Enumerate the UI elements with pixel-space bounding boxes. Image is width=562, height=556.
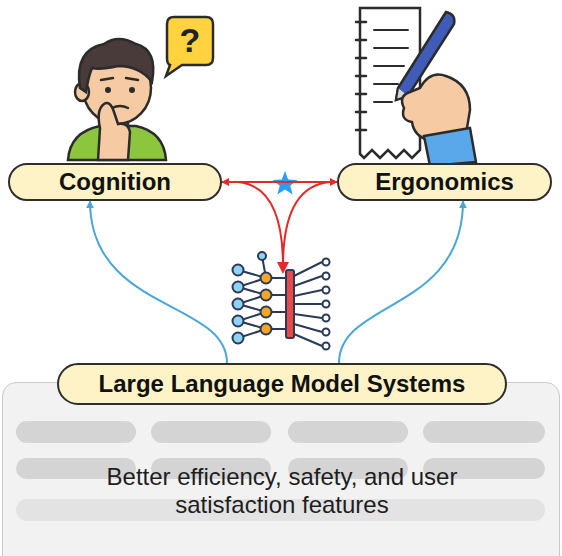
box-label: Ergonomics xyxy=(375,168,514,196)
star-symbol xyxy=(273,171,298,195)
connector-arrow xyxy=(222,181,337,183)
person-hand xyxy=(98,103,130,160)
connector-arrow xyxy=(339,201,463,363)
rounded-pill-box: Cognition xyxy=(8,163,222,201)
box-label: Cognition xyxy=(59,168,171,196)
question-bubble xyxy=(166,17,213,76)
person-eye xyxy=(129,87,135,93)
neural-network-icon xyxy=(233,252,330,350)
person-brow xyxy=(101,78,138,80)
rounded-pill-box: Ergonomics xyxy=(337,163,552,201)
panel-description: Better efficiency, safety, and user sati… xyxy=(97,463,467,519)
red-link-curve xyxy=(238,182,283,266)
box-label: Large Language Model Systems xyxy=(99,370,466,398)
person-mouth xyxy=(112,106,128,108)
person-hair xyxy=(79,39,153,92)
connector-arrow xyxy=(90,201,227,363)
question-mark: ? xyxy=(168,18,212,62)
rounded-pill-box: Large Language Model Systems xyxy=(57,363,507,405)
red-link-curve xyxy=(283,182,330,266)
paper-rings xyxy=(356,22,366,130)
shirt-cuff xyxy=(424,128,476,166)
person-eye xyxy=(105,87,111,93)
